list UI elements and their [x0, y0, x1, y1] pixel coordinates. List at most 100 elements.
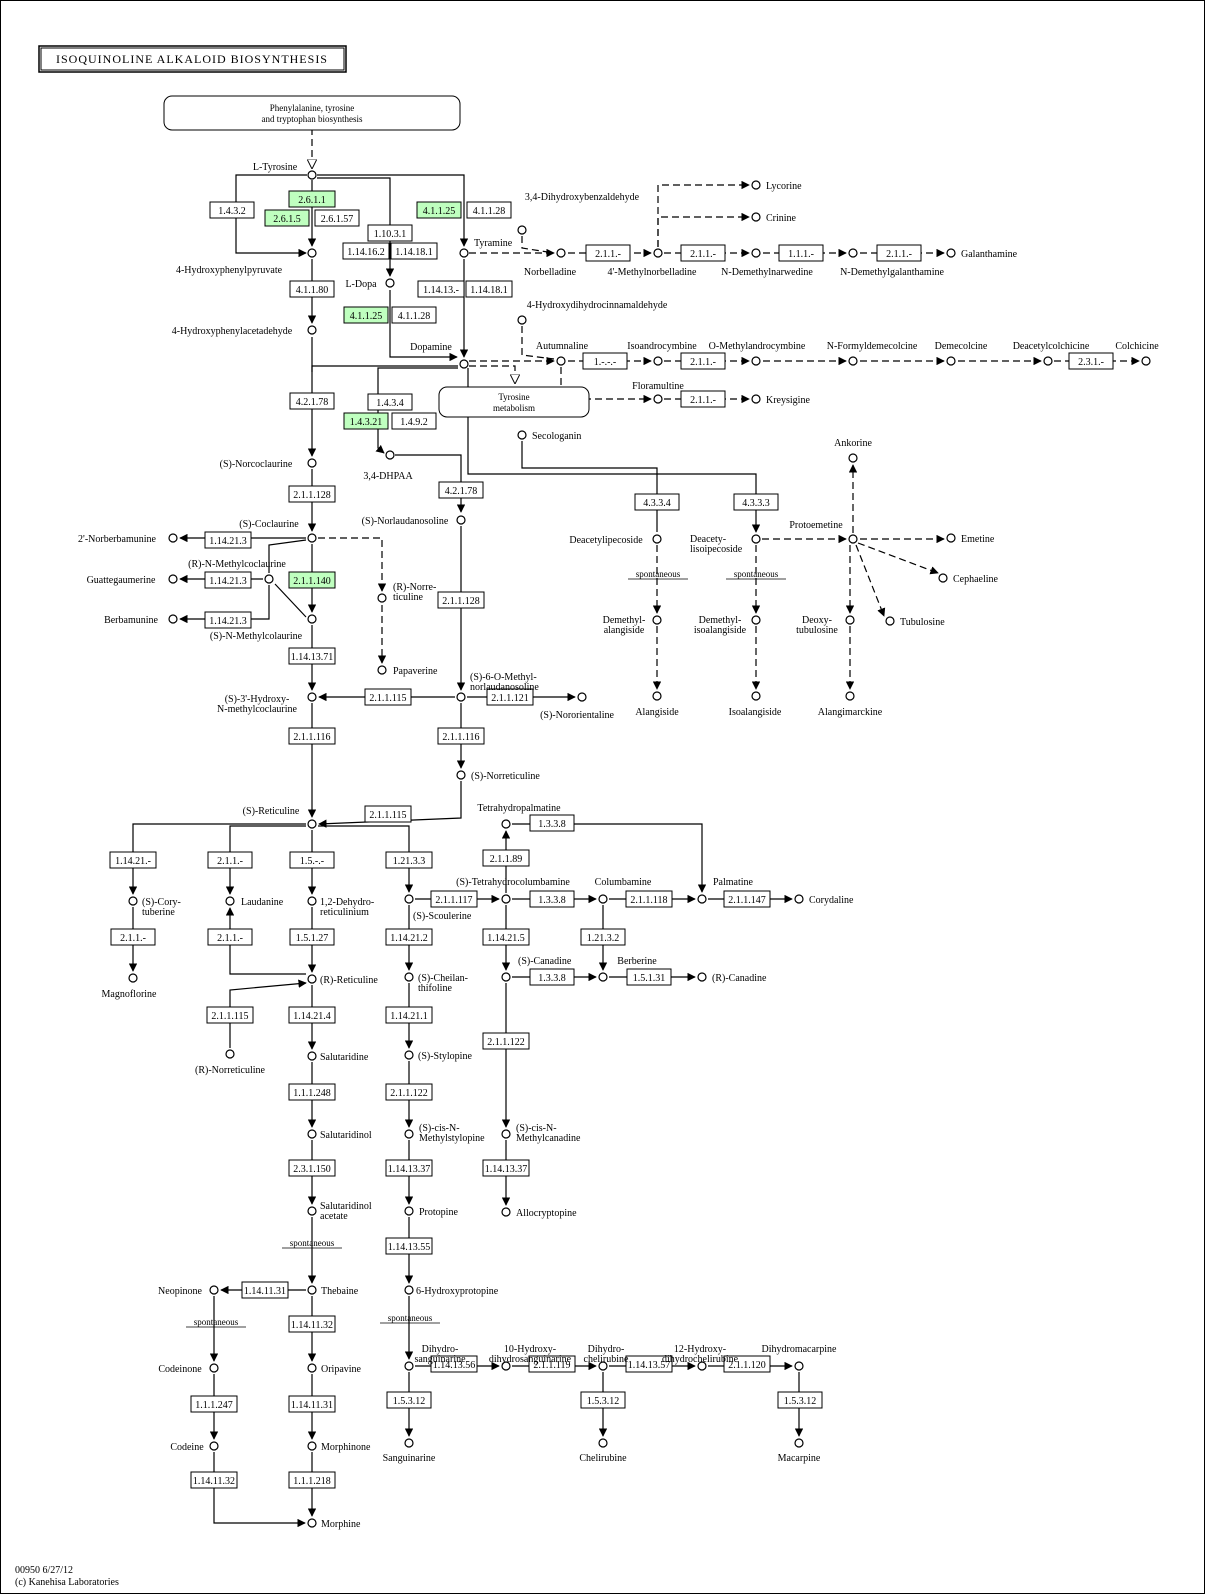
compound-node[interactable]	[751, 615, 761, 625]
compound-tyramine[interactable]: Tyramine	[459, 238, 513, 258]
compound-node[interactable]	[225, 1049, 235, 1059]
compound-neopinone[interactable]: Neopinone	[158, 1285, 219, 1297]
compound-node[interactable]	[501, 1361, 511, 1371]
compound-n-demethylgalanthamine[interactable]: N-Demethylgalanthamine	[840, 248, 944, 278]
compound-node[interactable]	[377, 665, 387, 675]
compound-node[interactable]	[751, 180, 761, 190]
compound-columbamine[interactable]: Columbamine	[595, 877, 652, 904]
compound-node[interactable]	[377, 593, 387, 603]
enzyme-ec-4-1-1-25[interactable]: 4.1.1.25	[416, 201, 462, 219]
enzyme-ec-1-14-21-2[interactable]: 1.14.21.2	[385, 928, 433, 946]
compound-norbelladine[interactable]: Norbelladine	[524, 248, 577, 278]
compound-autumnaline[interactable]: Autumnaline	[536, 341, 589, 366]
enzyme-ec-2-1-1[interactable]: 2.1.1.-	[876, 244, 922, 262]
compound-morphinone[interactable]: Morphinone	[307, 1441, 371, 1453]
compound-s-reticuline[interactable]: (S)-Reticuline	[243, 806, 317, 829]
compound-node[interactable]	[307, 1129, 317, 1139]
enzyme-ec-2-1-1[interactable]: 2.1.1.-	[110, 928, 156, 946]
compound-emetine[interactable]: Emetine	[946, 533, 995, 545]
compound-node[interactable]	[751, 356, 761, 366]
enzyme-ec-1-14-21-4[interactable]: 1.14.21.4	[288, 1006, 336, 1024]
enzyme-ec-1-21-3-2[interactable]: 1.21.3.2	[580, 928, 626, 946]
compound-node[interactable]	[456, 692, 466, 702]
compound-node[interactable]	[556, 248, 566, 258]
enzyme-ec-4-2-1-78[interactable]: 4.2.1.78	[289, 392, 335, 410]
compound-deacetylcolchicine[interactable]: Deacetylcolchicine	[1013, 341, 1090, 366]
enzyme-ec-1-5-1-27[interactable]: 1.5.1.27	[289, 928, 335, 946]
enzyme-ec-2-1-1-122[interactable]: 2.1.1.122	[482, 1032, 530, 1050]
compound-node[interactable]	[697, 972, 707, 982]
compound-node[interactable]	[128, 896, 138, 906]
enzyme-ec-2-1-1-119[interactable]: 2.1.1.119	[528, 1355, 576, 1373]
compound-node[interactable]	[225, 896, 235, 906]
compound-s-cheilan-thifoline[interactable]: (S)-Cheilan-thifoline	[404, 972, 468, 994]
compound-node[interactable]	[404, 1438, 414, 1448]
compound-node[interactable]	[885, 616, 895, 626]
compound-10-hydroxy-dihydrosanguinarine[interactable]: 10-Hydroxy-dihydrosanguinarine	[489, 1344, 572, 1371]
compound-codeine[interactable]: Codeine	[170, 1441, 219, 1453]
enzyme-ec-4-1-1-28[interactable]: 4.1.1.28	[391, 306, 437, 324]
compound-guattegaumerine[interactable]: Guattegaumerine	[87, 574, 178, 586]
compound-4-hydroxyphenylpyruvate[interactable]: 4-Hydroxyphenylpyruvate	[176, 248, 317, 276]
enzyme-ec-2-1-1-116[interactable]: 2.1.1.116	[288, 727, 336, 745]
compound-cephaeline[interactable]: Cephaeline	[938, 573, 999, 585]
compound-4-methylnorbelladine[interactable]: 4'-Methylnorbelladine	[608, 248, 698, 278]
compound-s-stylopine[interactable]: (S)-Stylopine	[404, 1050, 472, 1062]
compound-node[interactable]	[307, 1363, 317, 1373]
compound-node[interactable]	[168, 574, 178, 584]
compound-node[interactable]	[385, 278, 395, 288]
compound-l-tyrosine[interactable]: L-Tyrosine	[253, 162, 317, 180]
enzyme-ec-1-5-3-12[interactable]: 1.5.3.12	[386, 1391, 432, 1409]
compound-corydaline[interactable]: Corydaline	[794, 894, 854, 906]
compound-node[interactable]	[517, 315, 527, 325]
enzyme-ec-1-5[interactable]: 1.5.-.-	[289, 851, 335, 869]
enzyme-ec-1-5-3-12[interactable]: 1.5.3.12	[777, 1391, 823, 1409]
compound-node[interactable]	[652, 691, 662, 701]
compound-s-tetrahydrocolumbamine[interactable]: (S)-Tetrahydrocolumbamine	[456, 877, 570, 904]
compound-s-cory-tuberine[interactable]: (S)-Cory-tuberine	[128, 896, 181, 918]
compound-node[interactable]	[459, 248, 469, 258]
compound-node[interactable]	[751, 691, 761, 701]
enzyme-ec-4-3-3-4[interactable]: 4.3.3.4	[634, 493, 680, 511]
compound-node[interactable]	[404, 1206, 414, 1216]
compound-laudanine[interactable]: Laudanine	[225, 896, 284, 908]
compound-berberine[interactable]: Berberine	[598, 956, 657, 982]
compound-kreysigine[interactable]: Kreysigine	[751, 394, 810, 406]
enzyme-ec-2-1-1[interactable]: 2.1.1.-	[585, 244, 631, 262]
compound-node[interactable]	[501, 1129, 511, 1139]
compound-4-hydroxyphenylacetadehyde[interactable]: 4-Hydroxyphenylacetadehyde	[172, 325, 317, 337]
enzyme-ec-4-1-1-25[interactable]: 4.1.1.25	[343, 306, 389, 324]
compound-isoalangiside[interactable]: Isoalangiside	[729, 691, 782, 718]
compound-node[interactable]	[652, 534, 662, 544]
enzyme-ec-1-14-13-37[interactable]: 1.14.13.37	[385, 1159, 433, 1177]
compound-node[interactable]	[794, 1438, 804, 1448]
compound-node[interactable]	[697, 1361, 707, 1371]
compound-crinine[interactable]: Crinine	[751, 212, 797, 224]
enzyme-ec-2-1-1-115[interactable]: 2.1.1.115	[364, 688, 412, 706]
enzyme-ec-2-1-1-116[interactable]: 2.1.1.116	[437, 727, 485, 745]
compound-s-coclaurine[interactable]: (S)-Coclaurine	[239, 519, 317, 543]
compound-sanguinarine[interactable]: Sanguinarine	[383, 1438, 436, 1464]
compound-magnoflorine[interactable]: Magnoflorine	[102, 973, 158, 1000]
compound-node[interactable]	[307, 325, 317, 335]
enzyme-ec-2-1-1[interactable]: 2.1.1.-	[207, 851, 253, 869]
compound-node[interactable]	[751, 212, 761, 222]
compound-s-scoulerine[interactable]: (S)-Scoulerine	[404, 894, 472, 922]
compound-berbamunine[interactable]: Berbamunine	[104, 614, 178, 626]
compound-node[interactable]	[577, 692, 587, 702]
compound-node[interactable]	[307, 614, 317, 624]
enzyme-ec-2-1-1-122[interactable]: 2.1.1.122	[385, 1083, 433, 1101]
compound-chelirubine[interactable]: Chelirubine	[579, 1438, 627, 1464]
enzyme-ec-2-6-1-1[interactable]: 2.6.1.1	[288, 190, 336, 208]
compound-node[interactable]	[307, 1441, 317, 1451]
compound-node[interactable]	[459, 359, 469, 369]
compound-protopine[interactable]: Protopine	[404, 1206, 458, 1218]
compound-deoxy-tubulosine[interactable]: Deoxy-tubulosine	[796, 615, 855, 636]
compound-node[interactable]	[404, 1361, 414, 1371]
compound-node[interactable]	[845, 691, 855, 701]
enzyme-ec-1-14-21-3[interactable]: 1.14.21.3	[204, 531, 252, 549]
enzyme-ec-1-14-21-3[interactable]: 1.14.21.3	[204, 571, 252, 589]
compound-demethyl-isoalangiside[interactable]: Demethyl-isoalangiside	[694, 615, 761, 636]
